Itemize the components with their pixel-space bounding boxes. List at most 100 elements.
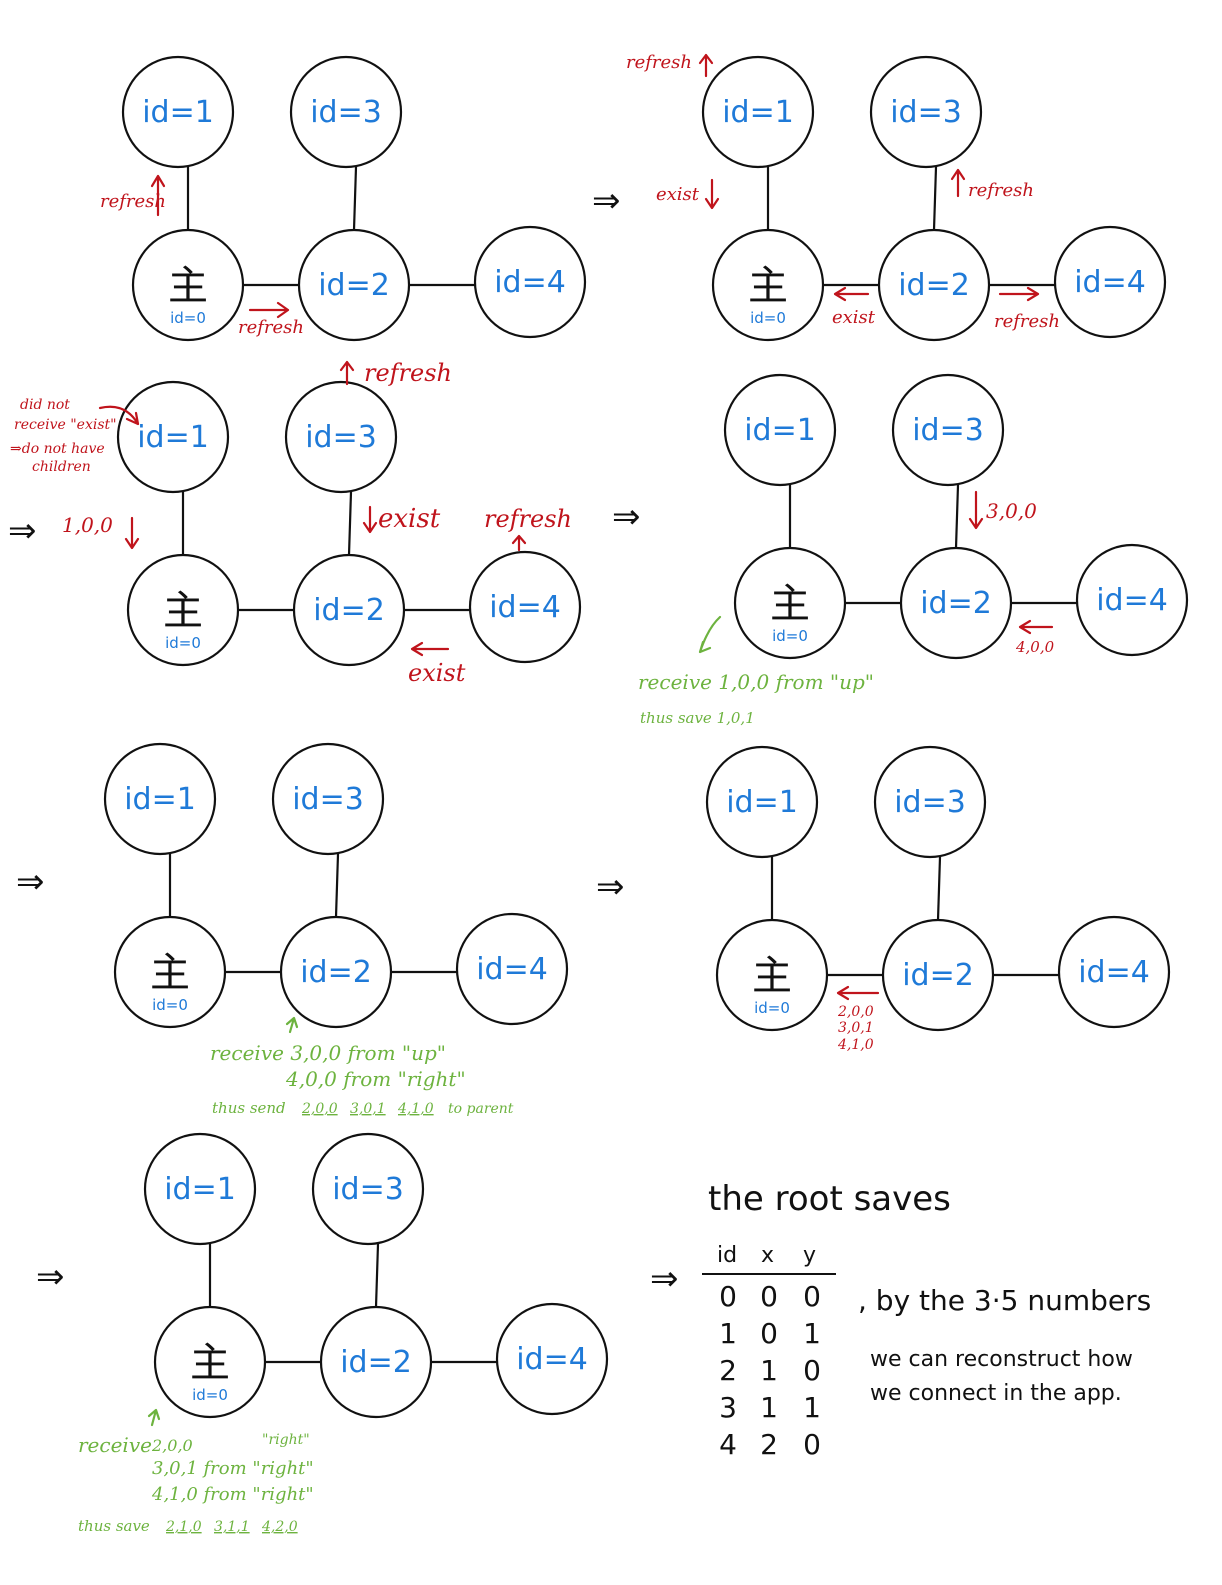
- refresh-label: refresh: [968, 180, 1034, 201]
- implies-arrow-3: ⇒: [612, 497, 641, 537]
- node-3-label: id=3: [332, 1172, 404, 1207]
- node-1-label: id=1: [164, 1172, 236, 1207]
- root-node-glyph: 主: [752, 953, 792, 999]
- arrow-left-icon: [833, 286, 870, 302]
- green-note: to parent: [448, 1101, 514, 1117]
- node-3-label: id=3: [912, 413, 984, 448]
- node-1-label: id=1: [142, 95, 214, 130]
- root-node-id: id=0: [192, 1386, 228, 1404]
- note-line: did not: [20, 397, 70, 413]
- refresh-label: refresh: [626, 52, 692, 73]
- root-node-glyph: 主: [150, 950, 190, 996]
- panel-b-annotations: refresh exist refresh exist refresh: [626, 52, 1060, 332]
- arrow-up-icon: [950, 168, 966, 198]
- root-node-glyph: 主: [168, 263, 208, 309]
- arrow-up-icon: [150, 174, 166, 217]
- arrow-down-icon: [124, 516, 140, 550]
- table-cell: 3: [719, 1391, 737, 1424]
- table-cell: 0: [760, 1280, 778, 1313]
- node-4-label: id=4: [489, 590, 561, 625]
- node-1-label: id=1: [744, 413, 816, 448]
- node-3-label: id=3: [292, 782, 364, 817]
- green-note: 4,1,0 from "right": [151, 1484, 314, 1505]
- green-tuple: 2,0,0: [301, 1101, 338, 1117]
- exist-label: exist: [656, 184, 700, 205]
- table-cell: 1: [760, 1391, 778, 1424]
- green-tuple: 4,1,0: [397, 1101, 434, 1117]
- node-4-label: id=4: [494, 265, 566, 300]
- root-node-id: id=0: [165, 634, 201, 652]
- green-tuple: 3,0,1: [350, 1101, 386, 1117]
- node-2-label: id=2: [318, 268, 390, 303]
- arrow-right-icon: [248, 301, 290, 319]
- root-node-id: id=0: [750, 309, 786, 327]
- node-1-label: id=1: [137, 420, 209, 455]
- arrow-down-icon: [968, 490, 984, 530]
- node-2-label: id=2: [313, 593, 385, 628]
- green-note: thus save 1,0,1: [640, 709, 755, 727]
- curved-arrow-icon: [698, 615, 722, 654]
- node-1-label: id=1: [124, 782, 196, 817]
- arrow-left-icon: [836, 985, 880, 1001]
- table-cell: 0: [719, 1280, 737, 1313]
- arrow-left-icon: [410, 641, 450, 657]
- exist-label: exist: [408, 659, 466, 687]
- arrow-up-icon: [339, 360, 355, 386]
- table-header-x: x: [761, 1243, 774, 1268]
- green-tuple: 2,1,0: [165, 1519, 202, 1535]
- panel-d-annotations: 3,0,0 4,0,0 receive 1,0,0 from "up" thus…: [638, 490, 1055, 727]
- green-note: thus send: [212, 1099, 286, 1117]
- root-node-id: id=0: [772, 627, 808, 645]
- node-2-label: id=2: [898, 268, 970, 303]
- exist-label: exist: [378, 504, 441, 534]
- message-label: 3,0,0: [986, 499, 1037, 523]
- table-cell: 1: [760, 1354, 778, 1387]
- summary-note: we can reconstruct how: [870, 1347, 1133, 1372]
- table-cell: 2: [760, 1428, 778, 1461]
- implies-arrow-7: ⇒: [650, 1259, 679, 1299]
- arrow-up-icon: [698, 53, 714, 78]
- panel-c-annotations: refresh did not receive "exist" ⇒do not …: [10, 359, 572, 687]
- node-3-label: id=3: [890, 95, 962, 130]
- node-4-label: id=4: [1074, 265, 1146, 300]
- arrow-down-icon: [704, 178, 720, 210]
- curved-arrow-icon: [98, 405, 140, 426]
- message-label: 2,0,0: [837, 1004, 874, 1020]
- message-label: 3,0,1: [838, 1020, 874, 1036]
- root-node-glyph: 主: [748, 263, 788, 309]
- node-4-label: id=4: [476, 952, 548, 987]
- green-note: "right": [262, 1432, 310, 1448]
- green-tuple: 3,1,1: [214, 1519, 250, 1535]
- node-3-label: id=3: [310, 95, 382, 130]
- root-node-glyph: 主: [163, 588, 203, 634]
- implies-arrow-5: ⇒: [596, 867, 625, 907]
- green-note: thus save: [78, 1517, 150, 1535]
- root-node-glyph: 主: [190, 1340, 230, 1386]
- refresh-label: refresh: [364, 359, 452, 387]
- panel-a-annotations: refresh refresh: [100, 174, 304, 338]
- arrow-right-icon: [998, 286, 1040, 302]
- panel-f-annotations: 2,0,0 3,0,1 4,1,0: [836, 985, 880, 1053]
- message-label: 1,0,0: [62, 513, 113, 537]
- green-note: receive: [78, 1433, 152, 1457]
- note-line: children: [32, 459, 91, 475]
- root-node-glyph: 主: [770, 581, 810, 627]
- exist-label: exist: [832, 307, 876, 328]
- node-2-label: id=2: [920, 586, 992, 621]
- root-node-id: id=0: [754, 999, 790, 1017]
- summary-note: , by the 3·5 numbers: [858, 1284, 1151, 1317]
- summary-note: we connect in the app.: [870, 1381, 1122, 1406]
- arrow-down-icon: [362, 505, 378, 534]
- note-line: receive "exist": [14, 417, 117, 433]
- implies-arrow-6: ⇒: [36, 1257, 65, 1297]
- table-header-id: id: [717, 1243, 737, 1268]
- node-1-label: id=1: [722, 95, 794, 130]
- green-note: receive 1,0,0 from "up": [638, 670, 874, 694]
- table-cell: 0: [803, 1280, 821, 1313]
- node-4-label: id=4: [1078, 955, 1150, 990]
